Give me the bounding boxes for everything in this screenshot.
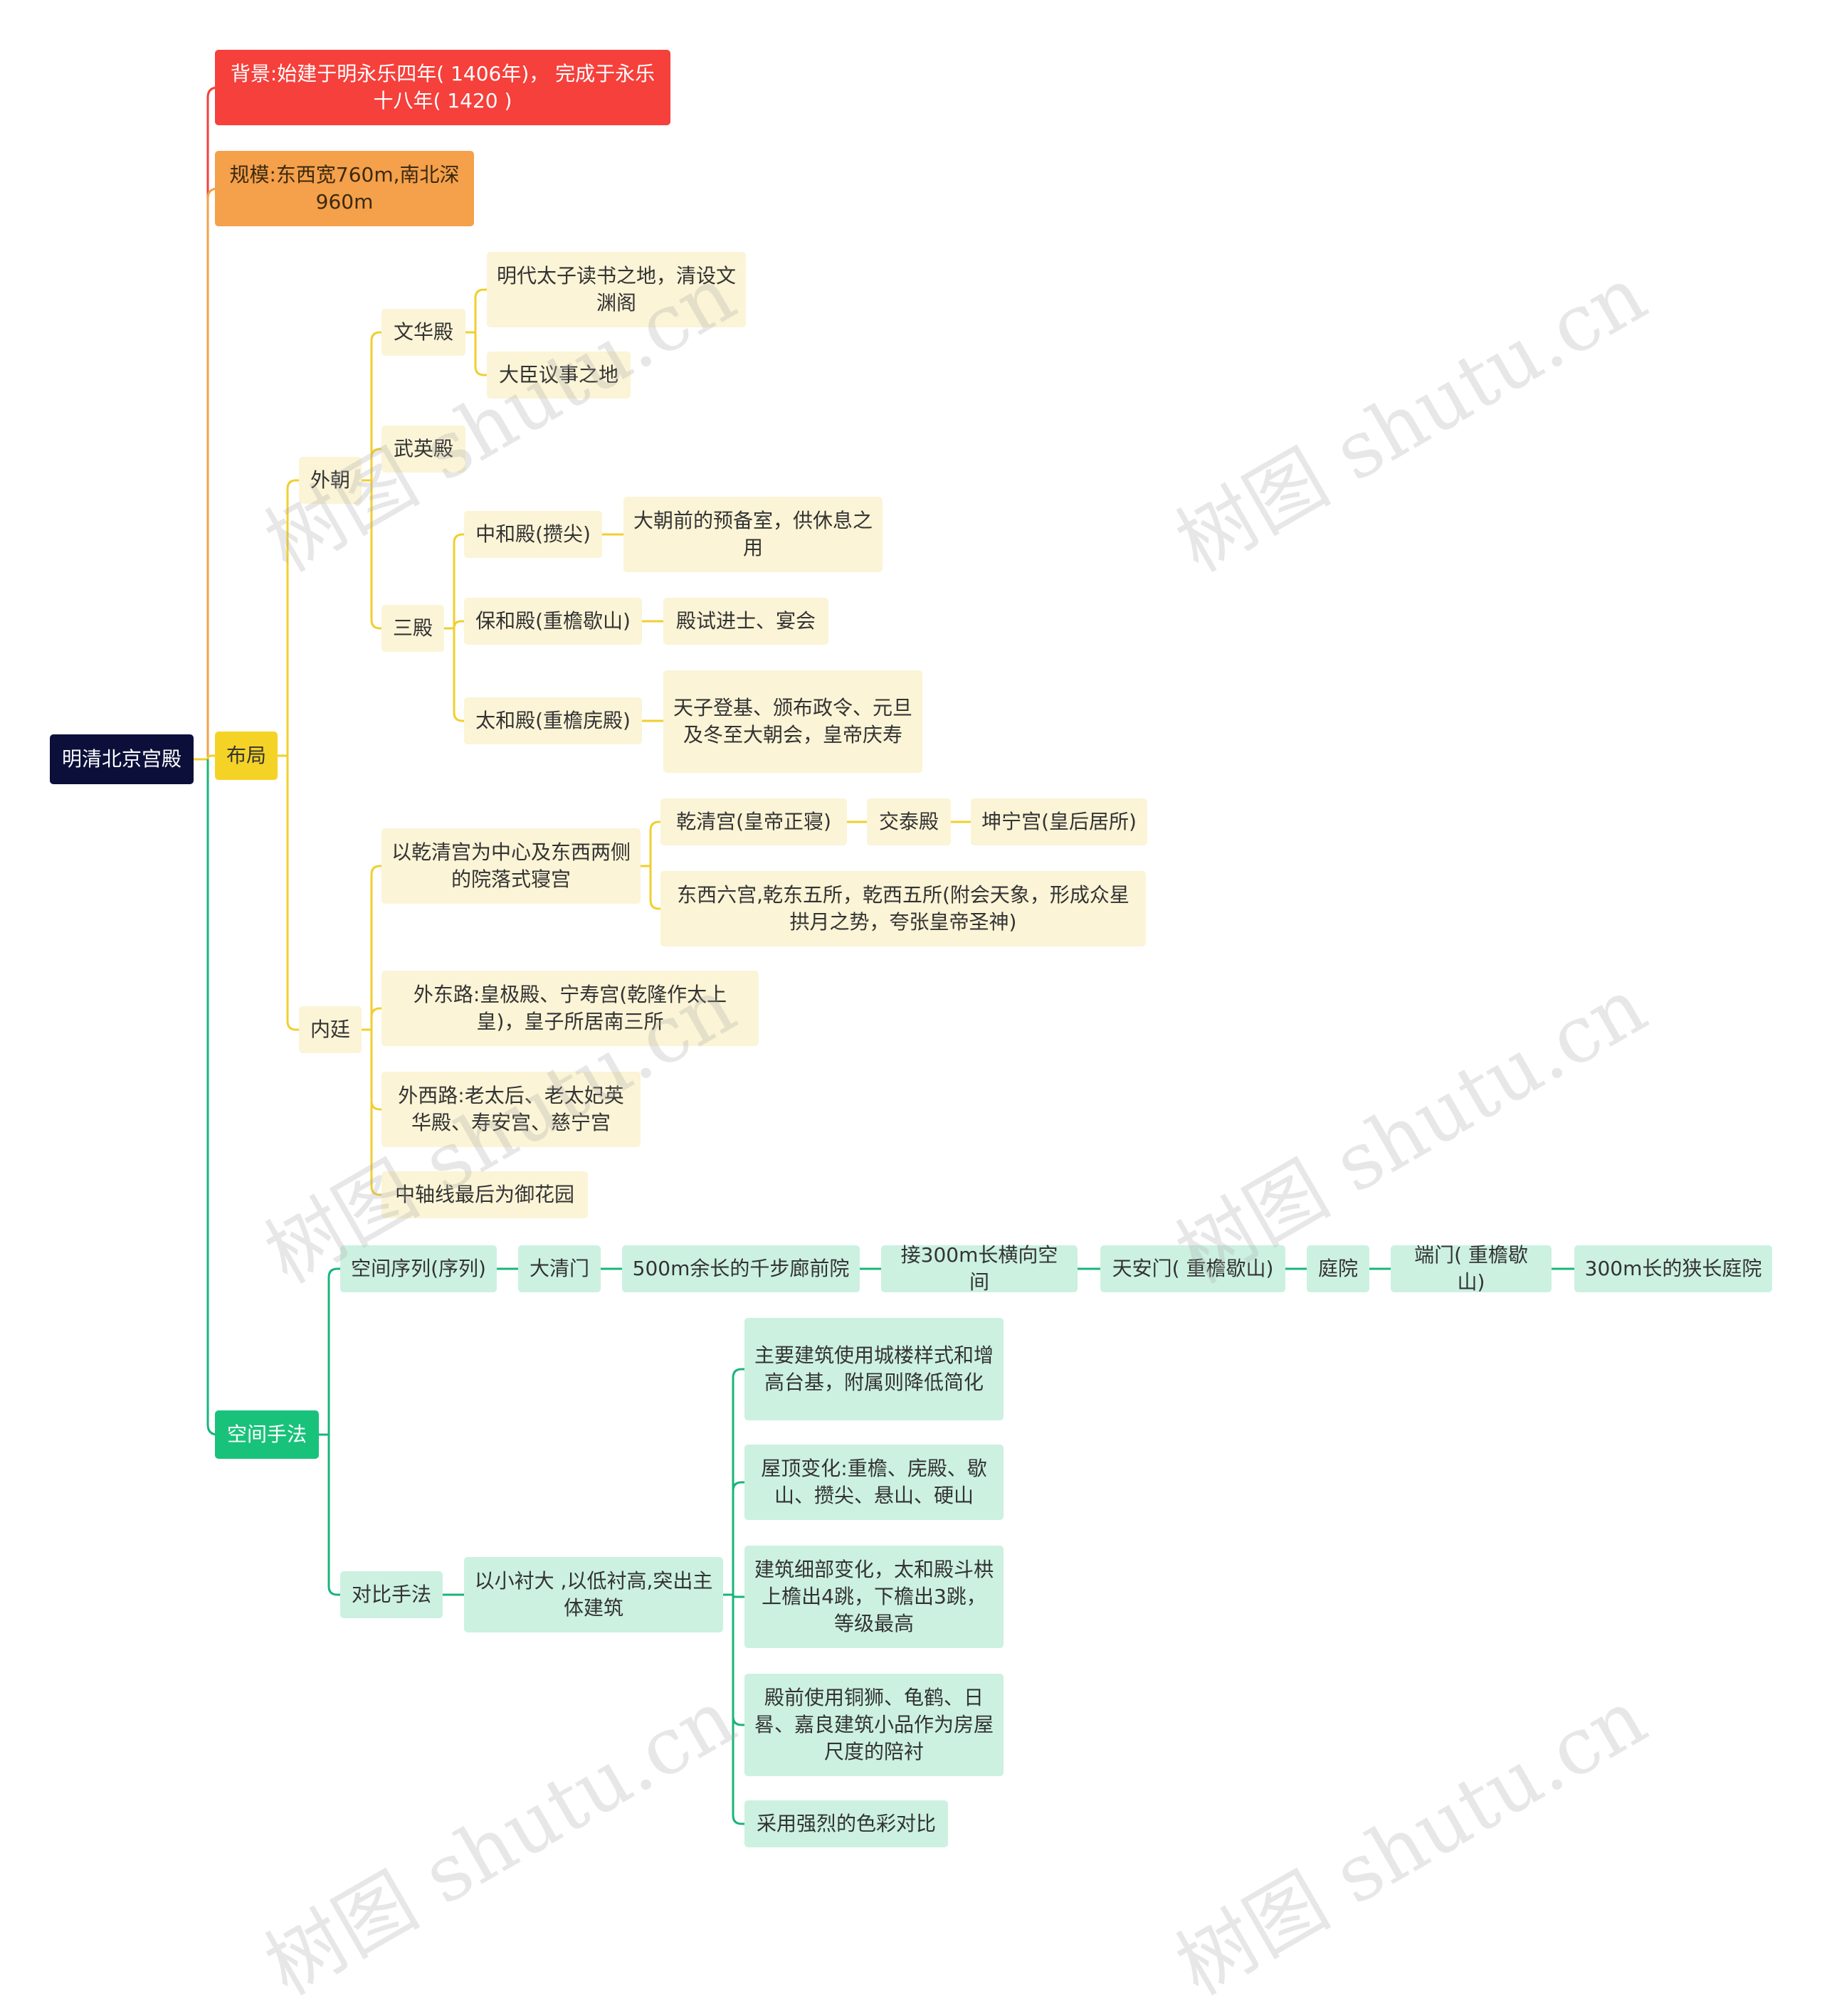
connector-line (370, 331, 381, 480)
east-road-node[interactable]: 外东路:皇极殿、宁寿宫(乾隆作太上皇)，皇子所居南三所 (381, 971, 759, 1046)
outer-court-node[interactable]: 外朝 (299, 457, 362, 504)
sequence-node[interactable]: 空间序列(序列) (340, 1245, 497, 1292)
connector-line (732, 1595, 744, 1825)
connector-line (732, 1481, 744, 1595)
connector-line (370, 448, 381, 480)
sequence-step-5[interactable]: 庭院 (1307, 1245, 1369, 1292)
sequence-step-2[interactable]: 500m余长的千步廊前院 (622, 1245, 860, 1292)
connector-line (206, 759, 218, 1436)
connector-line (206, 754, 215, 760)
contrast-item-3[interactable]: 建筑细部变化，太和殿斗栱上檐出4跳，下檐出3跳，等级最高 (744, 1546, 1004, 1648)
connector-line (453, 628, 464, 722)
qianqing-group-node[interactable]: 以乾清宫为中心及东西两侧的院落式寝宫 (381, 828, 641, 904)
connector-lines (194, 86, 1574, 1825)
contrast-item-4[interactable]: 殿前使用铜狮、龟鹤、日晷、嘉良建筑小品作为房屋尺度的陪衬 (744, 1674, 1004, 1776)
inner-court-node[interactable]: 内廷 (299, 1006, 362, 1053)
connector-line (453, 620, 464, 629)
sequence-step-4[interactable]: 天安门( 重檐歇山) (1100, 1245, 1285, 1292)
connector-line (370, 1030, 381, 1111)
connector-line (370, 865, 381, 1030)
connector-line (286, 479, 299, 756)
wenhua-desc-2[interactable]: 大臣议事之地 (487, 352, 631, 399)
contrast-item-2[interactable]: 屋顶变化:重檐、庑殿、歇山、攒尖、悬山、硬山 (744, 1445, 1004, 1520)
wenhua-desc-1[interactable]: 明代太子读书之地，清设文渊阁 (487, 252, 746, 327)
connector-line (327, 1267, 340, 1435)
qianqing-palace-node[interactable]: 乾清宫(皇帝正寝) (660, 798, 847, 845)
connector-line (453, 533, 464, 628)
root-node[interactable]: 明清北京宫殿 (50, 734, 194, 784)
connector-line (649, 866, 660, 910)
connector-line (370, 1007, 381, 1030)
west-road-node[interactable]: 外西路:老太后、老太妃英华殿、寿安宫、慈宁宫 (381, 1072, 641, 1147)
taihe-hall-node[interactable]: 太和殿(重檐庑殿) (464, 697, 642, 744)
imperial-garden-node[interactable]: 中轴线最后为御花园 (381, 1171, 588, 1218)
background-node[interactable]: 背景:始建于明永乐四年( 1406年)， 完成于永乐十八年( 1420 ) (215, 50, 670, 125)
connector-line (370, 1030, 381, 1196)
zhonghe-hall-node[interactable]: 中和殿(攒尖) (464, 511, 602, 558)
connector-line (732, 1368, 744, 1595)
sequence-step-3[interactable]: 接300m长横向空间 (881, 1243, 1078, 1294)
contrast-main-node[interactable]: 以小衬大 ,以低衬高,突出主体建筑 (464, 1557, 723, 1632)
sequence-step-6[interactable]: 端门( 重檐歇山) (1391, 1243, 1552, 1294)
wenhua-hall-node[interactable]: 文华殿 (381, 309, 465, 356)
layout-node[interactable]: 布局 (215, 732, 278, 780)
connector-line (206, 187, 218, 759)
connector-line (474, 288, 487, 332)
connector-line (474, 332, 487, 376)
connector-line (370, 480, 381, 630)
three-halls-node[interactable]: 三殿 (381, 605, 444, 652)
kunning-palace-node[interactable]: 坤宁宫(皇后居所) (971, 798, 1147, 845)
contrast-item-5[interactable]: 采用强烈的色彩对比 (744, 1800, 948, 1847)
connector-line (732, 1595, 744, 1726)
connector-line (732, 1594, 744, 1598)
connector-line (649, 820, 660, 866)
connector-line (327, 1435, 340, 1596)
contrast-node[interactable]: 对比手法 (340, 1571, 443, 1618)
sequence-step-7[interactable]: 300m长的狭长庭院 (1574, 1245, 1772, 1292)
zhonghe-desc[interactable]: 大朝前的预备室，供休息之用 (623, 497, 883, 572)
jiaotai-hall-node[interactable]: 交泰殿 (867, 798, 951, 845)
taihe-desc[interactable]: 天子登基、颁布政令、元旦及冬至大朝会，皇帝庆寿 (663, 670, 922, 773)
mind-map-canvas: 明清北京宫殿 背景:始建于明永乐四年( 1406年)， 完成于永乐十八年( 14… (50, 50, 1772, 2012)
connector-line (286, 756, 299, 1031)
sequence-step-1[interactable]: 大清门 (518, 1245, 601, 1292)
space-technique-node[interactable]: 空间手法 (215, 1410, 319, 1459)
baohe-hall-node[interactable]: 保和殿(重檐歇山) (464, 598, 642, 645)
scale-node[interactable]: 规模:东西宽760m,南北深960m (215, 151, 474, 226)
wuying-hall-node[interactable]: 武英殿 (381, 426, 465, 473)
contrast-item-1[interactable]: 主要建筑使用城楼样式和增高台基，附属则降低简化 (744, 1318, 1004, 1420)
six-palaces-node[interactable]: 东西六宫,乾东五所，乾西五所(附会天象，形成众星拱月之势，夸张皇帝圣神) (660, 871, 1146, 946)
baohe-desc[interactable]: 殿试进士、宴会 (663, 598, 828, 645)
